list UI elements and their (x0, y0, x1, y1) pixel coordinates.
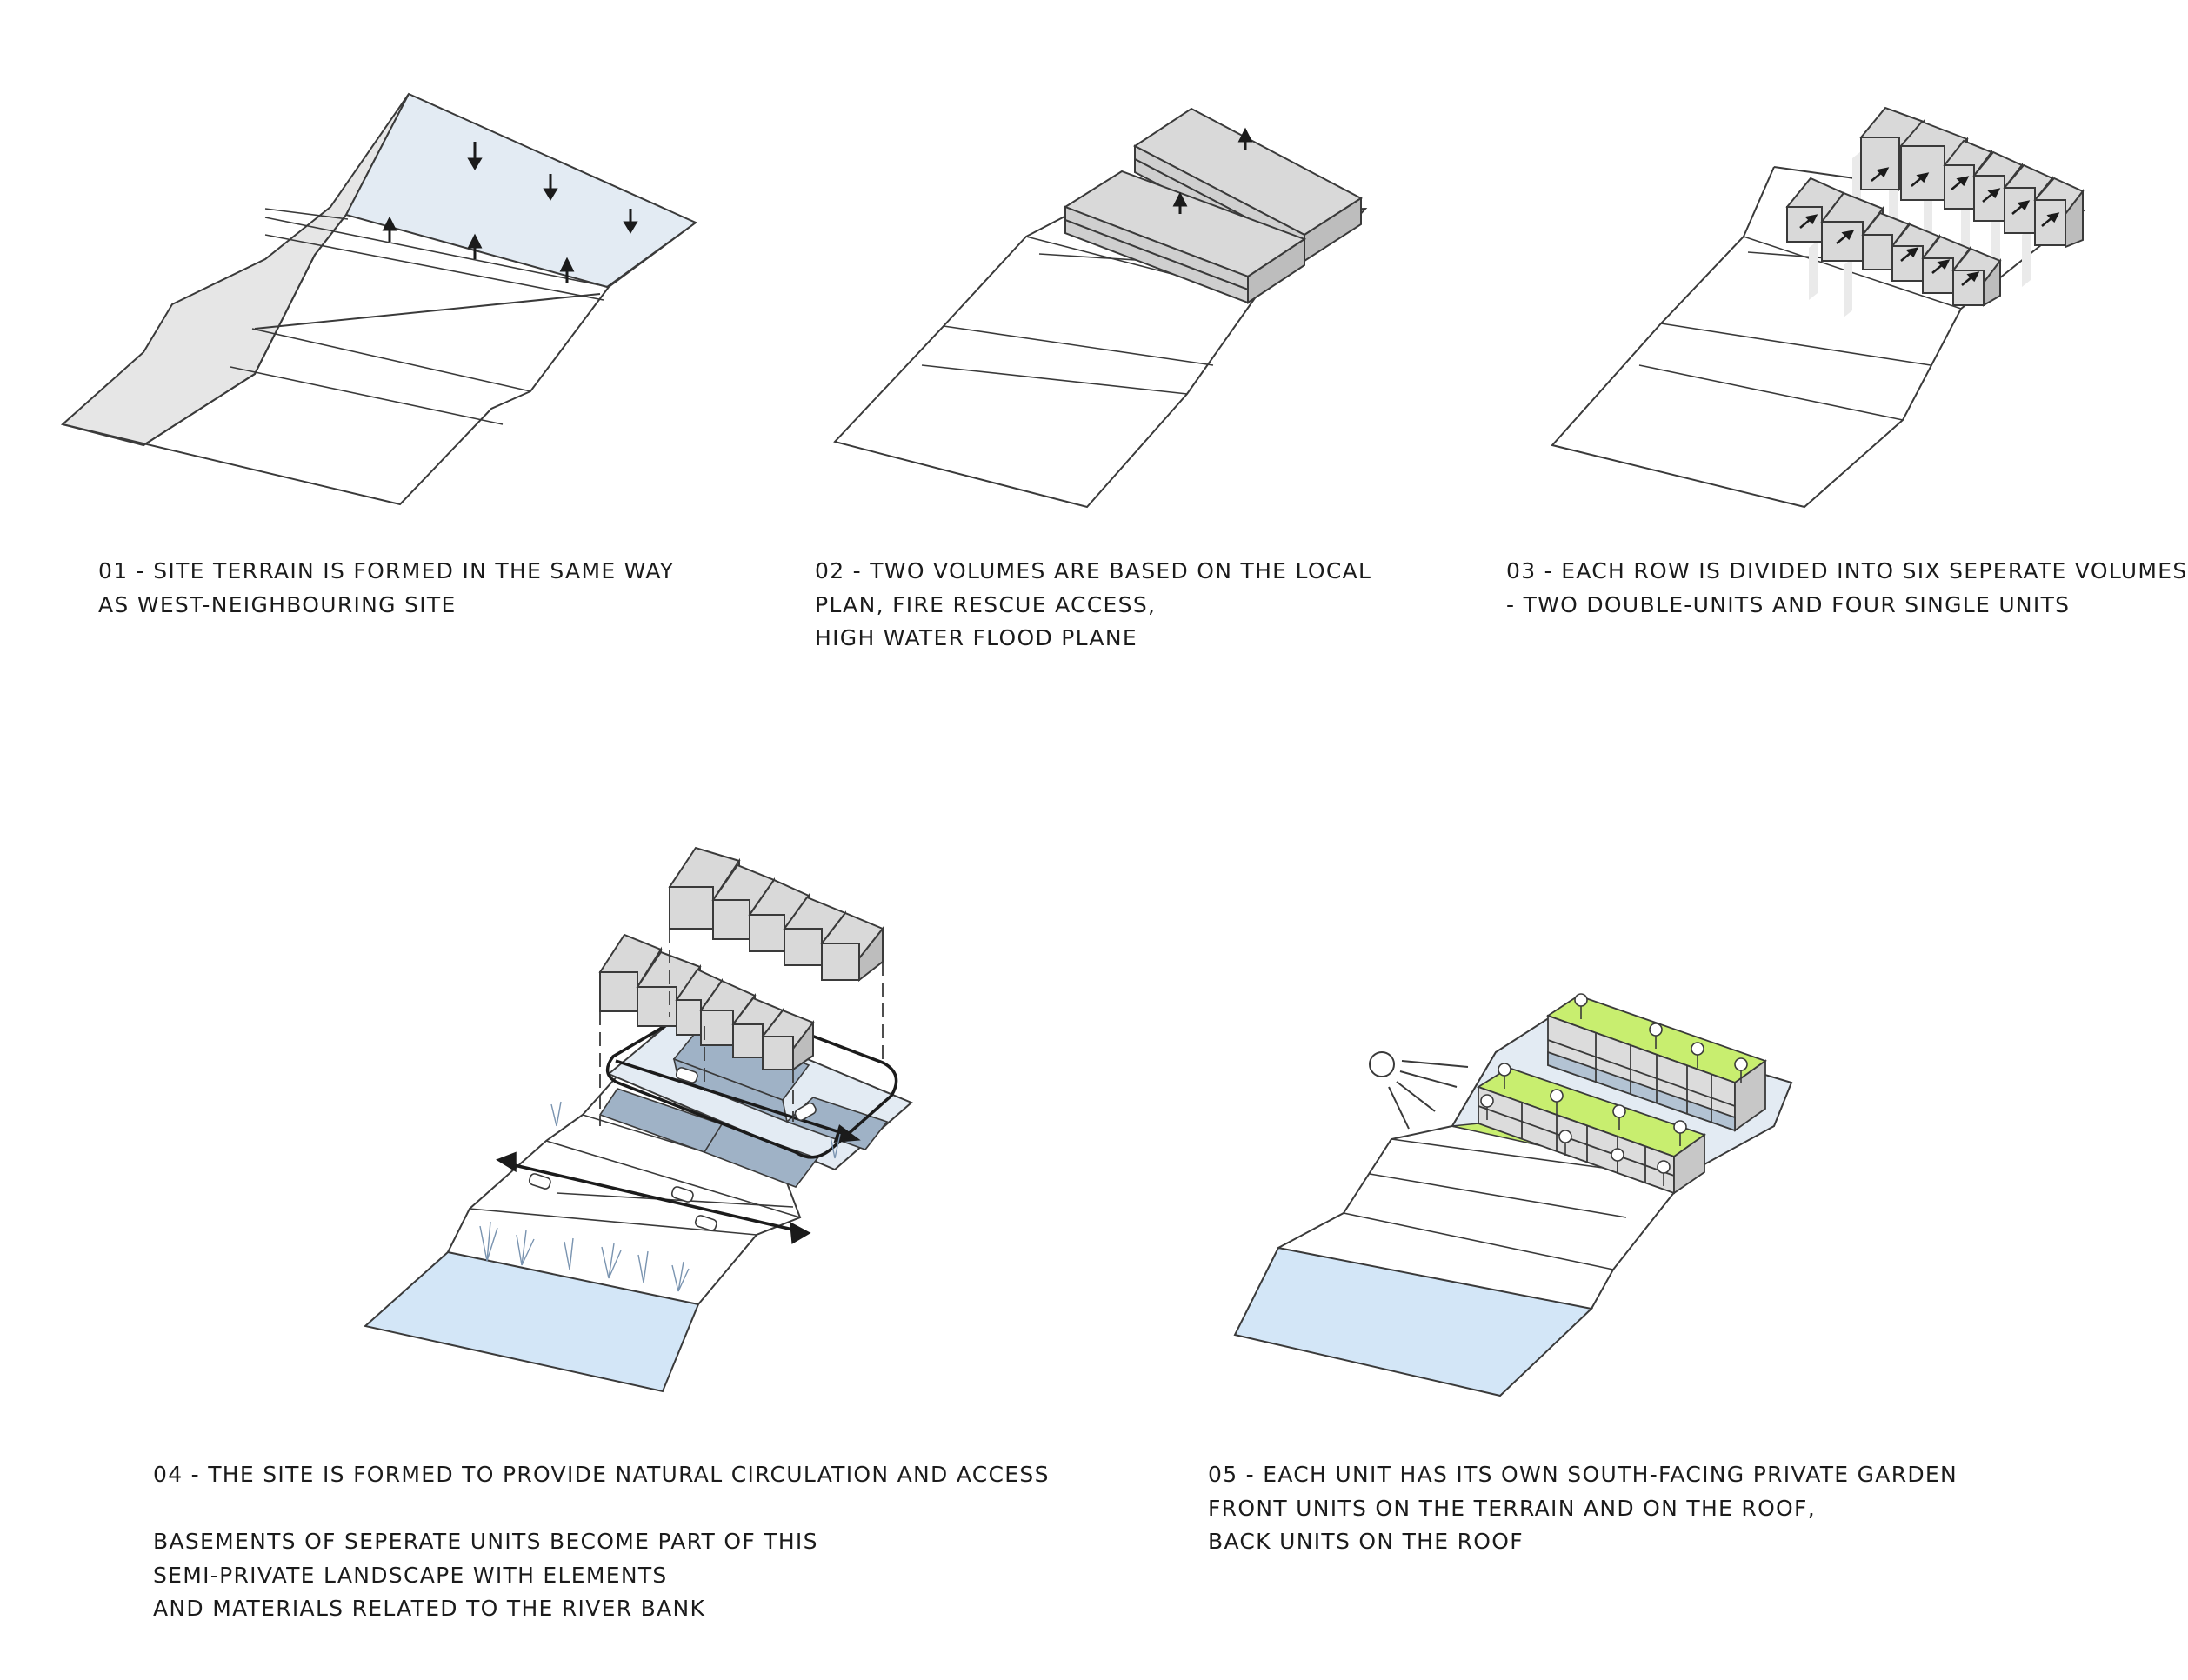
tree-icons (1480, 993, 1748, 1186)
front-row-units (1785, 177, 2002, 307)
diagram-02-drawing (833, 107, 1368, 509)
projection-lines (599, 929, 884, 1126)
sun-icon (1369, 1051, 1469, 1130)
exploded-volumes (598, 846, 884, 1071)
circulation-arrows (496, 1059, 861, 1244)
back-row-units (1545, 995, 1767, 1132)
caption-01-line-2: AS WEST-NEIGHBOURING SITE (98, 591, 457, 617)
caption-05-line-1: 05 - EACH UNIT HAS ITS OWN SOUTH-FACING … (1208, 1462, 1958, 1487)
volume-front (1063, 170, 1307, 304)
diagram-04-drawing (363, 846, 913, 1393)
caption-03: 03 - EACH ROW IS DIVIDED INTO SIX SEPERA… (1506, 555, 2188, 622)
caption-03-line-2: - TWO DOUBLE-UNITS AND FOUR SINGLE UNITS (1506, 591, 2071, 617)
car-icons (528, 1067, 817, 1231)
caption-04-line-1: 04 - THE SITE IS FORMED TO PROVIDE NATUR… (153, 1462, 1050, 1487)
caption-02-line-1: 02 - TWO VOLUMES ARE BASED ON THE LOCAL (815, 558, 1372, 583)
caption-02-line-2: PLAN, FIRE RESCUE ACCESS, (815, 591, 1157, 617)
caption-05-line-2: FRONT UNITS ON THE TERRAIN AND ON THE RO… (1208, 1495, 1816, 1521)
front-row-units (1476, 1067, 1706, 1195)
caption-02: 02 - TWO VOLUMES ARE BASED ON THE LOCAL … (815, 555, 1371, 656)
arrow-icons (1799, 167, 2060, 286)
caption-04-line-3: BASEMENTS OF SEPERATE UNITS BECOME PART … (153, 1529, 818, 1554)
caption-05: 05 - EACH UNIT HAS ITS OWN SOUTH-FACING … (1208, 1458, 1958, 1559)
arrow-icons (382, 142, 638, 283)
caption-04-spacer (153, 1492, 1050, 1526)
caption-04-line-5: AND MATERIALS RELATED TO THE RIVER BANK (153, 1596, 706, 1621)
caption-04: 04 - THE SITE IS FORMED TO PROVIDE NATUR… (153, 1458, 1050, 1626)
diagram-01-drawing (60, 92, 697, 506)
back-row-units (1859, 106, 2085, 249)
reed-icons (479, 1101, 841, 1292)
caption-05-line-3: BACK UNITS ON THE ROOF (1208, 1529, 1524, 1554)
diagram-05-drawing (1233, 993, 1793, 1397)
arrow-icons (1172, 127, 1253, 214)
caption-01: 01 - SITE TERRAIN IS FORMED IN THE SAME … (98, 555, 674, 622)
caption-04-line-4: SEMI-PRIVATE LANDSCAPE WITH ELEMENTS (153, 1562, 668, 1588)
caption-02-line-3: HIGH WATER FLOOD PLANE (815, 625, 1137, 650)
river-water (363, 1250, 700, 1393)
river-water (1233, 1246, 1594, 1397)
diagram-03-drawing (1551, 106, 2086, 509)
caption-03-line-1: 03 - EACH ROW IS DIVIDED INTO SIX SEPERA… (1506, 558, 2188, 583)
caption-01-line-1: 01 - SITE TERRAIN IS FORMED IN THE SAME … (98, 558, 675, 583)
terrain-outline (62, 222, 697, 506)
